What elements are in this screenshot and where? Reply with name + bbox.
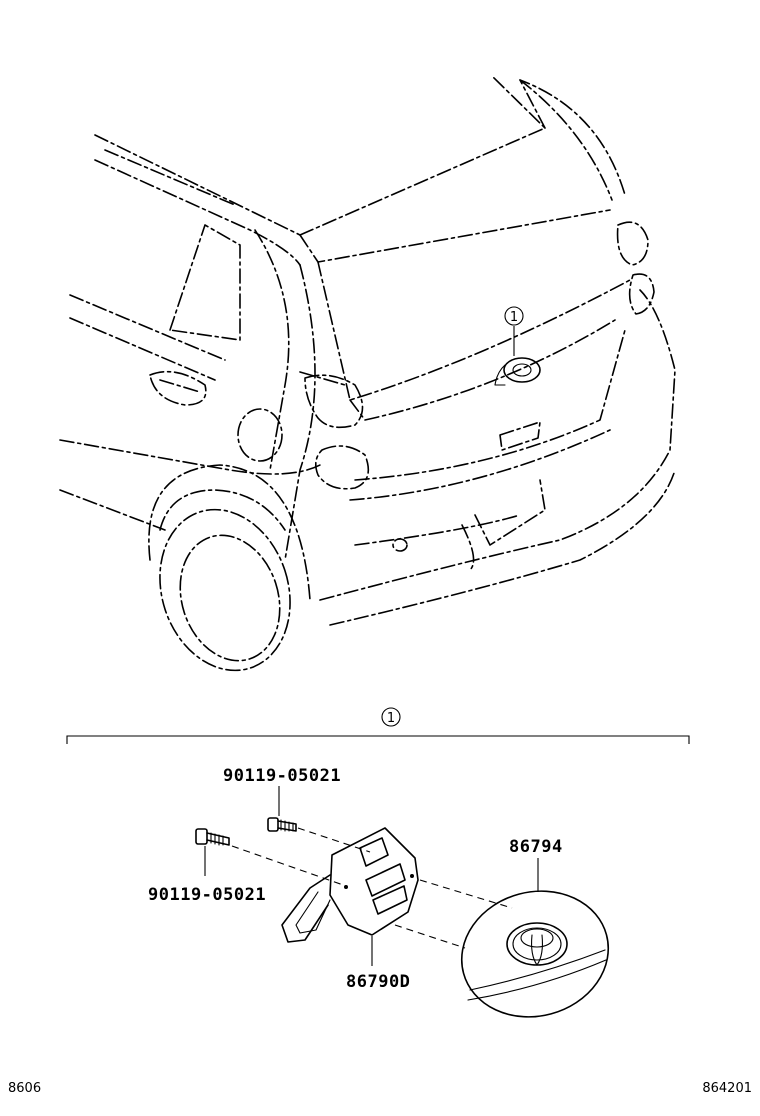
car-callout: 1 xyxy=(504,306,524,356)
group-bracket: 1 xyxy=(66,707,690,744)
car-callout-number: 1 xyxy=(510,310,518,325)
emblem-part xyxy=(460,858,610,1018)
footer-right-code: 864201 xyxy=(702,1081,752,1096)
footer-left-code: 8606 xyxy=(8,1081,41,1096)
part-number-emblem: 86794 xyxy=(509,837,563,857)
car-rear-view xyxy=(59,75,676,672)
part-number-bolt-upper: 90119-05021 xyxy=(223,766,341,786)
alignment-lines xyxy=(231,827,513,949)
bracket-part xyxy=(281,827,419,966)
group-callout-number: 1 xyxy=(387,711,395,726)
bolt-upper xyxy=(267,786,297,832)
part-number-bracket: 86790D xyxy=(346,972,410,992)
bolt-lower xyxy=(195,828,230,876)
part-number-bolt-lower: 90119-05021 xyxy=(148,885,266,905)
